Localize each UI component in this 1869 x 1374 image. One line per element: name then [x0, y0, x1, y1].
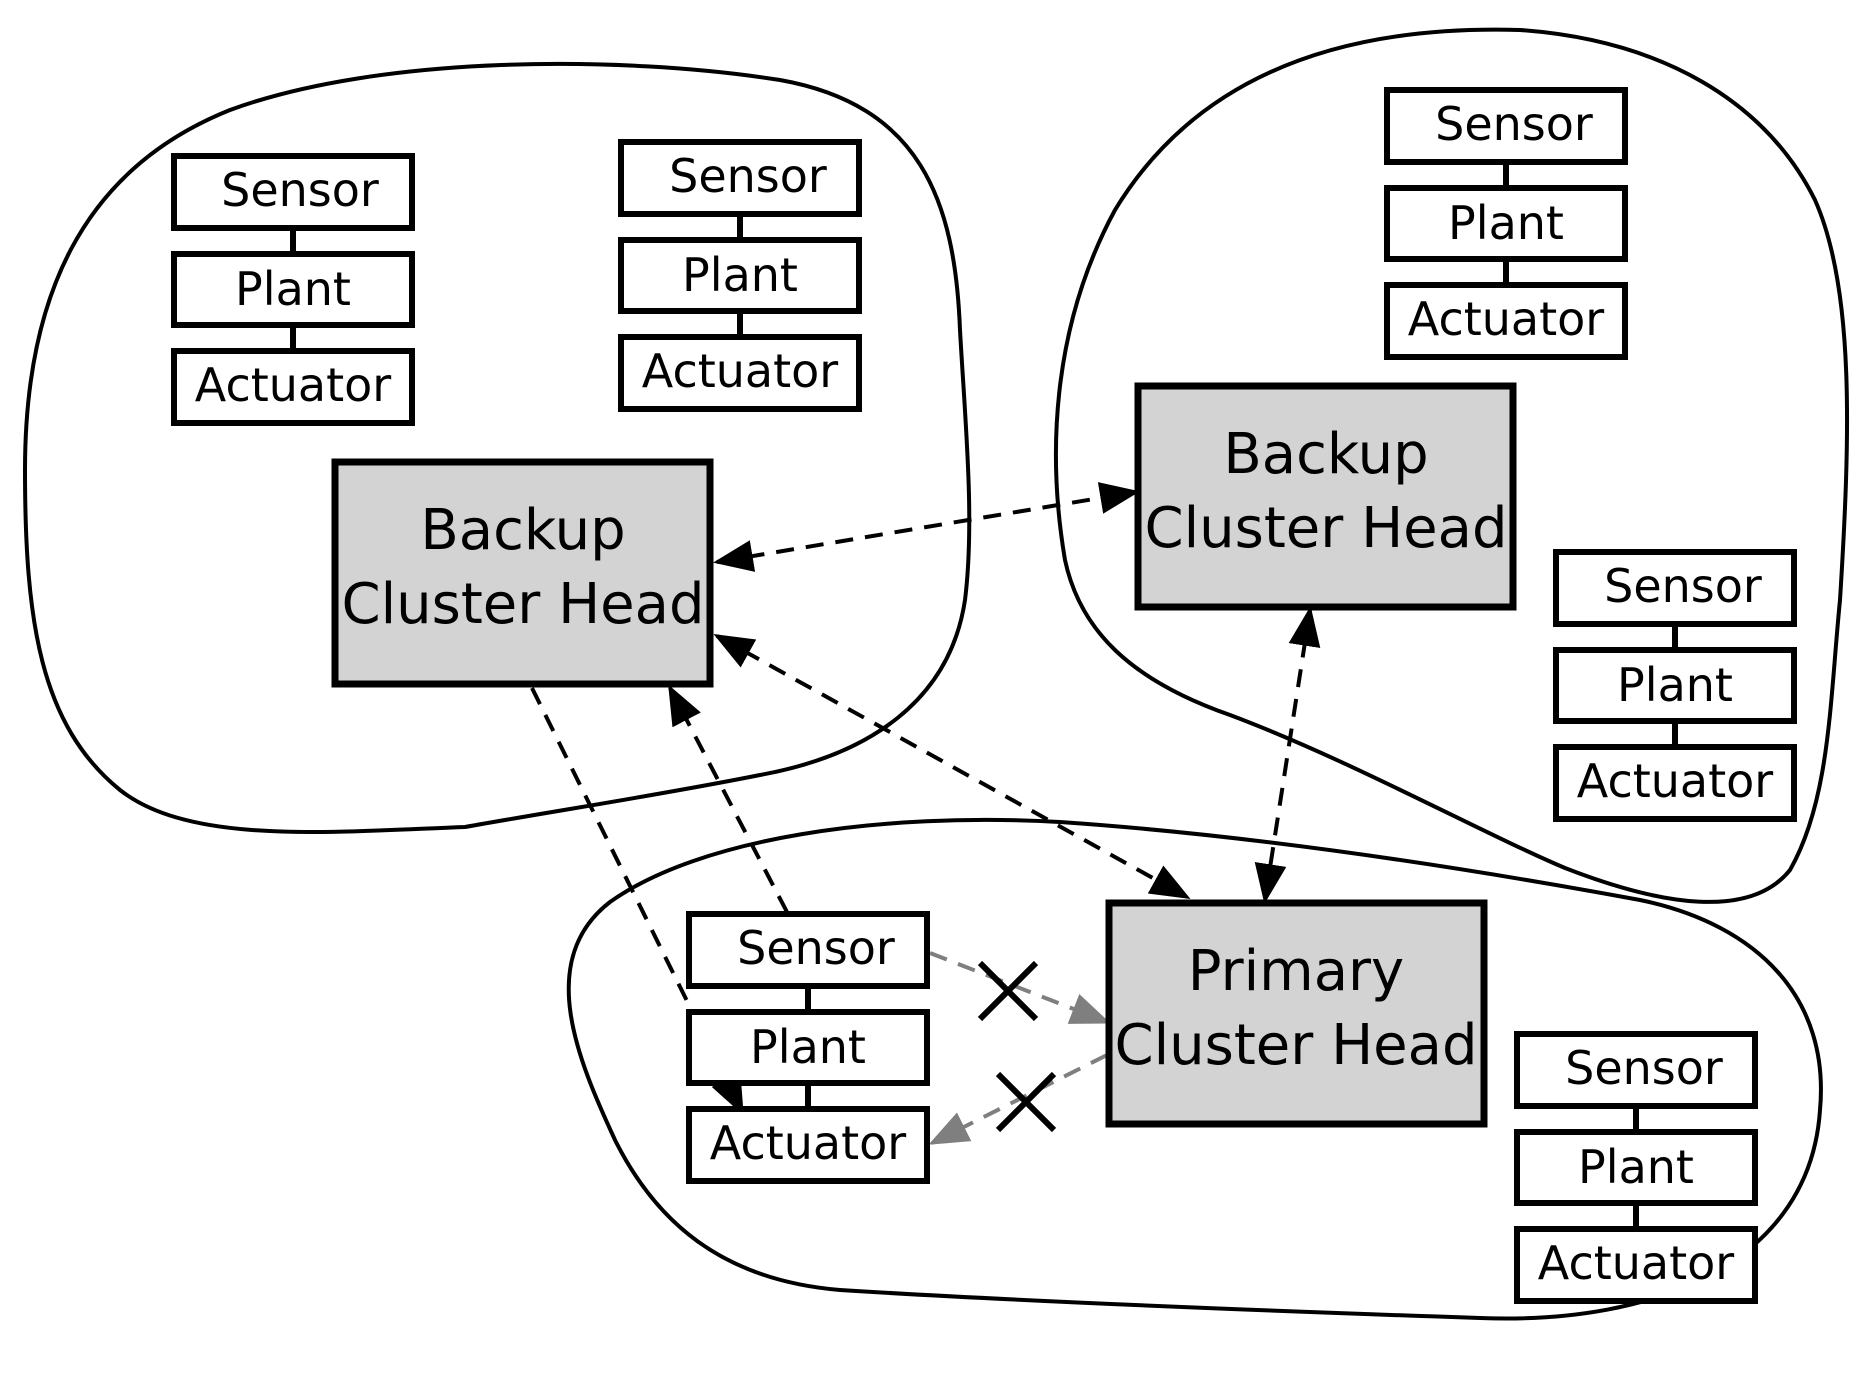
sensor-box [686, 911, 930, 989]
node-stack-left-1: Sensor Plant Actuator [171, 153, 415, 426]
stack-connectors [290, 162, 1678, 1229]
failure-x-icon [977, 960, 1039, 1022]
failure-x-icon [995, 1071, 1057, 1133]
cluster-head-line-1: Backup [420, 498, 625, 563]
sensor-box [618, 139, 862, 217]
sensor-box [1553, 549, 1797, 627]
sensor-label: Sensor [669, 149, 827, 203]
cluster-head-box [1134, 382, 1517, 611]
actuator-box [1553, 744, 1797, 822]
actuator-box [686, 1106, 930, 1184]
link-backup-right-primary [1254, 606, 1321, 904]
plant-box [171, 251, 415, 328]
cluster-head-box [331, 458, 714, 688]
plant-box [1553, 647, 1797, 724]
plant-box [686, 1009, 930, 1086]
sensor-label: Sensor [1565, 1041, 1723, 1095]
sensor-box [171, 153, 415, 231]
actuator-box [171, 348, 415, 426]
cluster-head-box [1105, 899, 1488, 1128]
sensor-box [1384, 87, 1628, 165]
actuator-label: Actuator [642, 344, 839, 398]
node-stack-right-1: Sensor Plant Actuator [1384, 87, 1628, 360]
failed-link-sensor-to-primary [929, 951, 1111, 1024]
cluster-head-line-2: Cluster Head [342, 572, 705, 637]
sensor-label: Sensor [221, 163, 379, 217]
node-stack-bottom-2: Sensor Plant Actuator [1514, 1031, 1758, 1304]
actuator-box [1514, 1226, 1758, 1304]
actuator-box [618, 334, 862, 412]
node-stack-right-2: Sensor Plant Actuator [1553, 549, 1797, 822]
sensor-label: Sensor [1604, 559, 1762, 613]
backup-cluster-head-right: Backup Cluster Head [1134, 382, 1517, 611]
node-stack-bottom-1: Sensor Plant Actuator [686, 911, 930, 1184]
plant-label: Plant [1578, 1140, 1694, 1194]
link-backup-left-backup-right [713, 482, 1140, 572]
actuator-label: Actuator [1408, 292, 1605, 346]
plant-label: Plant [750, 1020, 866, 1074]
actuator-label: Actuator [195, 358, 392, 412]
link-sensor-to-backup-left [668, 684, 789, 913]
link-backup-left-primary [713, 634, 1191, 899]
plant-box [1514, 1129, 1758, 1206]
cluster-head-line-2: Cluster Head [1145, 496, 1508, 561]
primary-cluster-head: Primary Cluster Head [1105, 899, 1488, 1128]
actuator-label: Actuator [710, 1116, 907, 1170]
plant-label: Plant [1617, 658, 1733, 712]
actuator-box [1384, 282, 1628, 360]
actuator-label: Actuator [1538, 1236, 1735, 1290]
actuator-label: Actuator [1577, 754, 1774, 808]
backup-cluster-head-left: Backup Cluster Head [331, 458, 714, 688]
sensor-label: Sensor [1435, 97, 1593, 151]
plant-label: Plant [235, 262, 351, 316]
sensor-label: Sensor [737, 921, 895, 975]
cluster-head-line-1: Backup [1223, 422, 1428, 487]
plant-label: Plant [682, 248, 798, 302]
sensor-box [1514, 1031, 1758, 1109]
plant-box [1384, 185, 1628, 262]
plant-box [618, 237, 862, 314]
node-stack-left-2: Sensor Plant Actuator [618, 139, 862, 412]
plant-label: Plant [1448, 196, 1564, 250]
cluster-head-line-2: Cluster Head [1115, 1013, 1478, 1078]
cluster-head-line-1: Primary [1188, 939, 1404, 1004]
